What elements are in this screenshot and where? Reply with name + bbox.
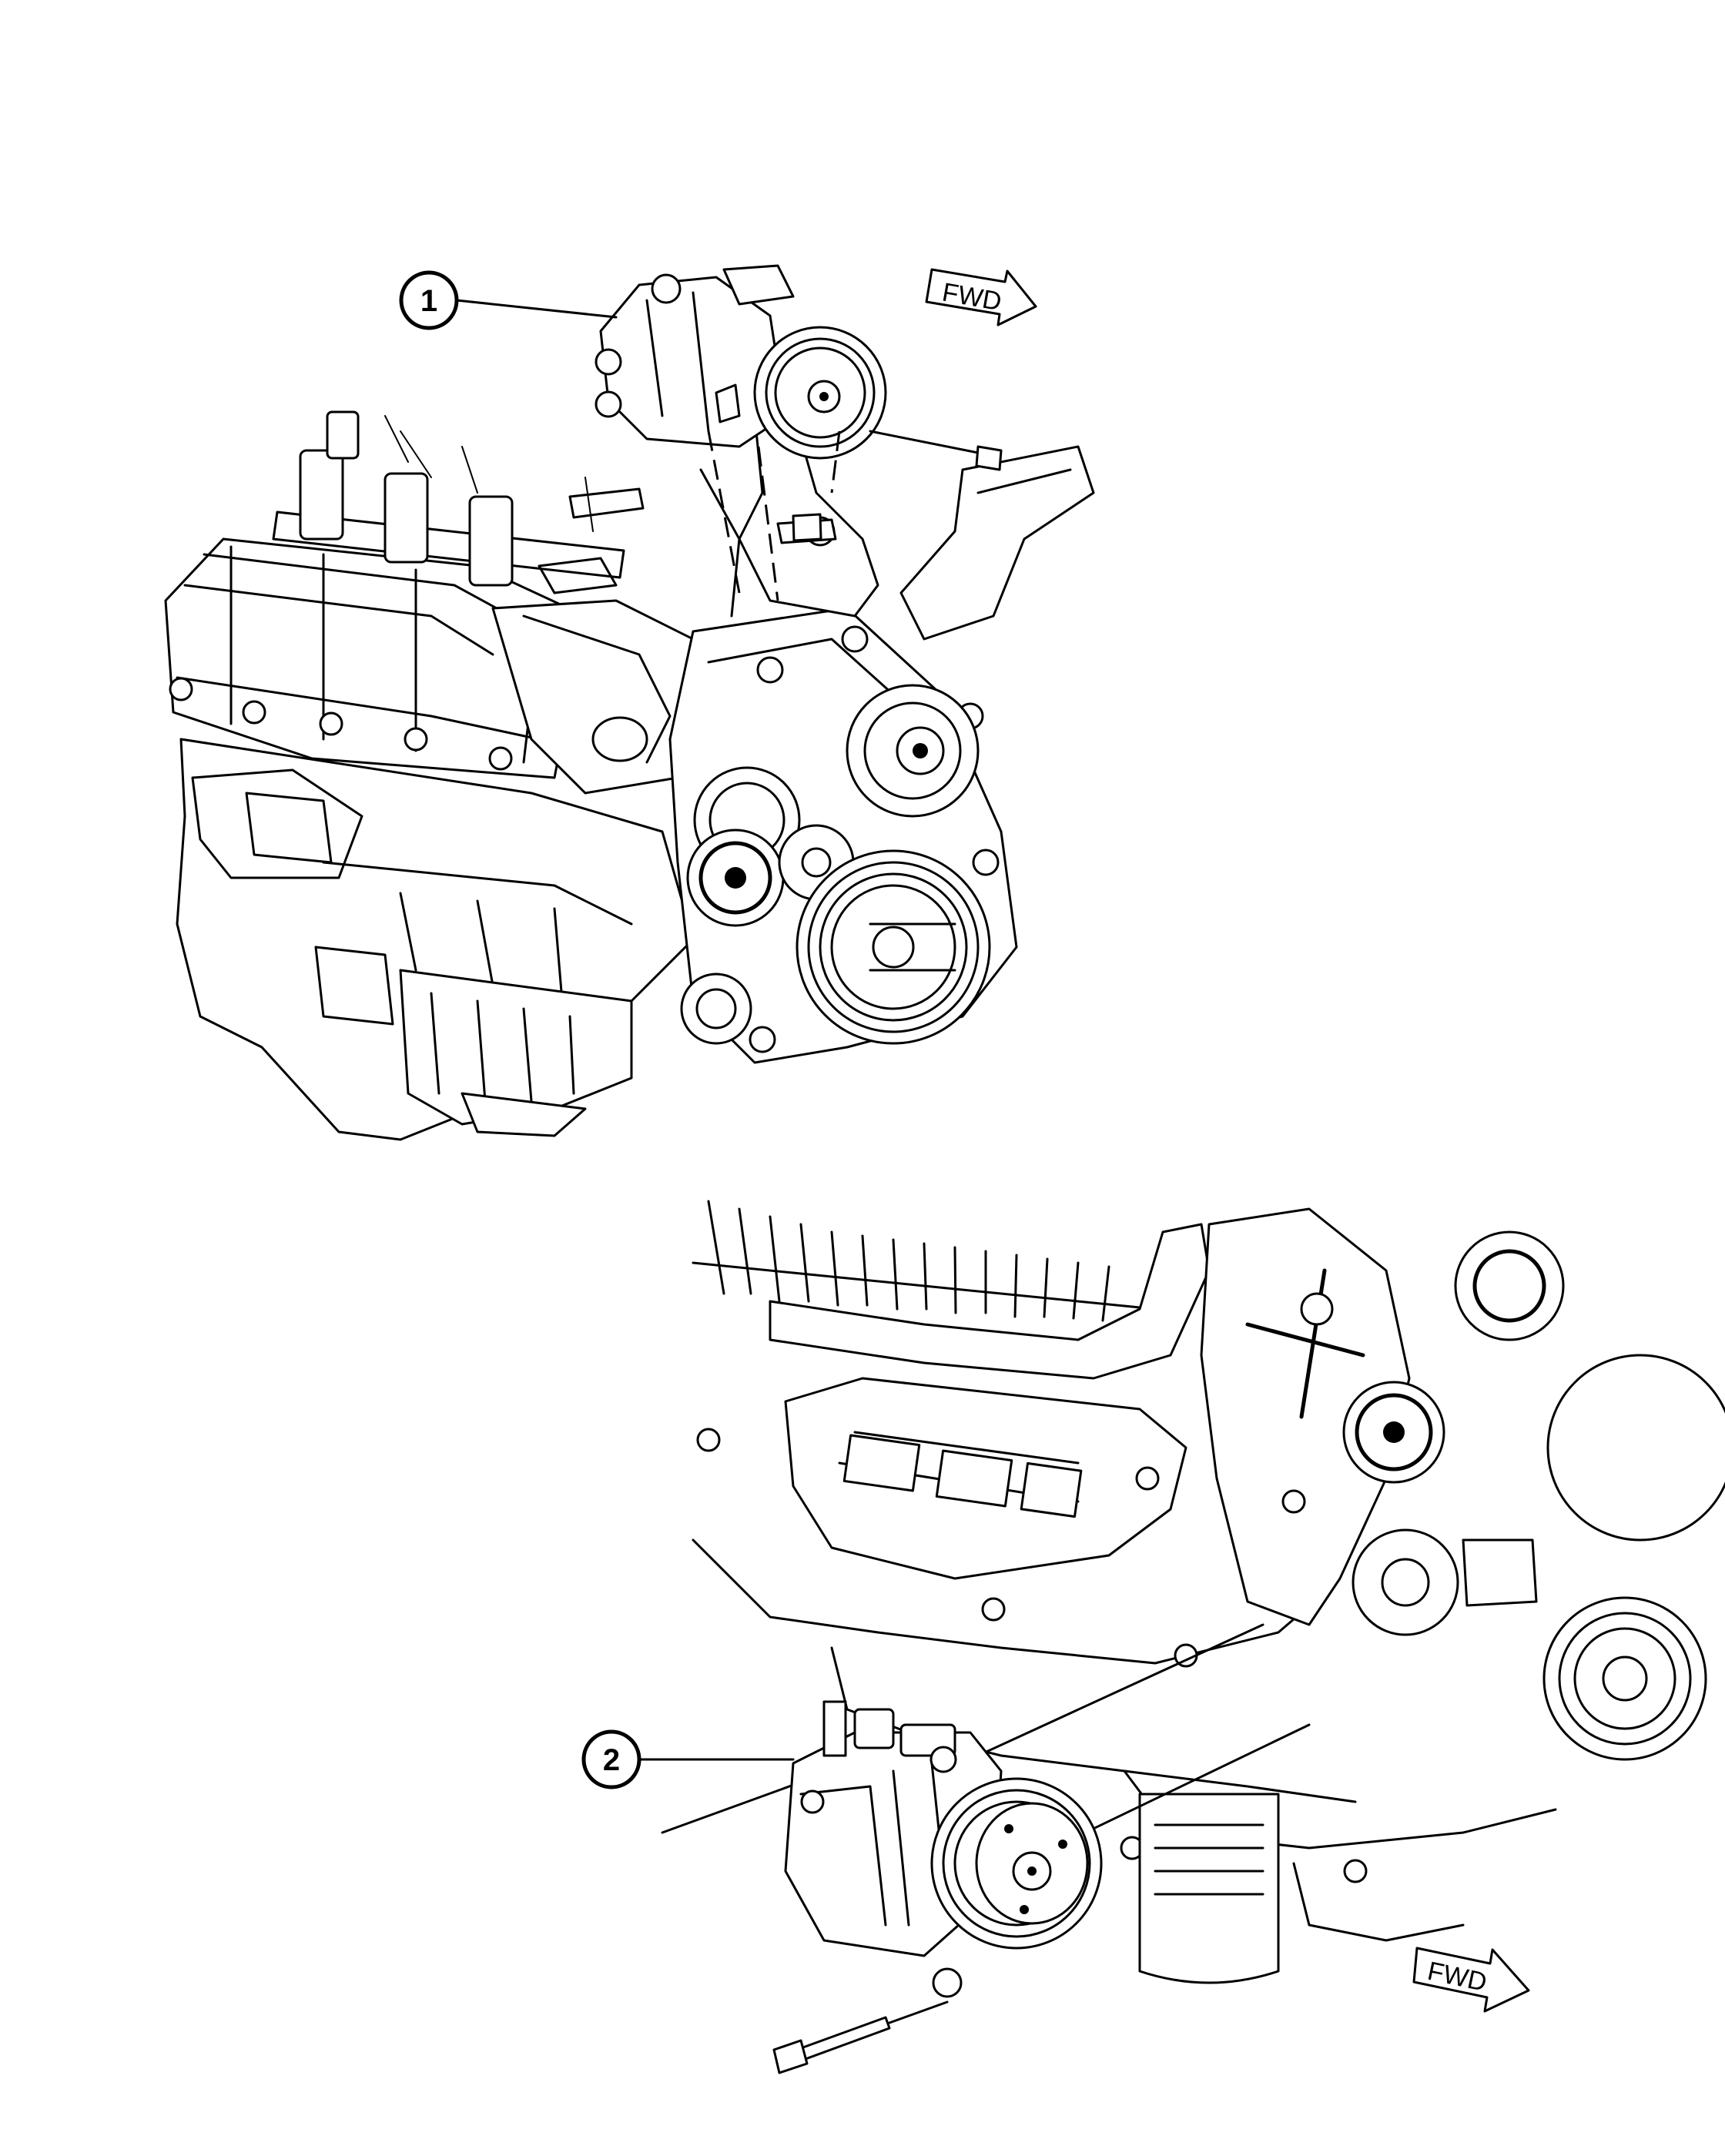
- mounting-bolt-lower: [772, 2000, 949, 2074]
- water-pump-pulley: [846, 684, 980, 818]
- callout-1: 1: [399, 270, 618, 330]
- mounting-bolts-upper: [707, 430, 1003, 601]
- oil-filter: [1138, 1793, 1280, 1984]
- upper-engine-view: 1 FWD: [164, 264, 1095, 1141]
- idler-pulleys: [686, 766, 855, 927]
- coolant-hose-lower: [769, 1223, 1211, 1380]
- crankshaft-damper: [680, 849, 991, 1045]
- callout-2: 2: [581, 1729, 795, 1789]
- radiator-fins: [692, 1200, 1157, 1322]
- exhaust-heat-shield: [696, 1377, 1187, 1580]
- valve-cover: [164, 537, 587, 779]
- lower-pulleys: [1342, 1230, 1725, 1761]
- ignition-coils: [272, 410, 645, 587]
- ac-compressor-lower: [784, 1700, 1103, 1998]
- coolant-outlet-tube: [899, 445, 1095, 641]
- callout-1-number: 1: [420, 284, 437, 318]
- fwd-arrow-lower: FWD: [1412, 1947, 1530, 2013]
- lower-block: [692, 1538, 1557, 1942]
- engine-block: [176, 738, 695, 1141]
- callout-2-number: 2: [603, 1743, 620, 1777]
- ac-compressor-upper: [595, 264, 887, 460]
- lower-engine-view: 2 FWD: [581, 1200, 1725, 2074]
- fwd-arrow-upper: FWD: [925, 268, 1037, 326]
- timing-cover-lower: [1200, 1207, 1411, 1626]
